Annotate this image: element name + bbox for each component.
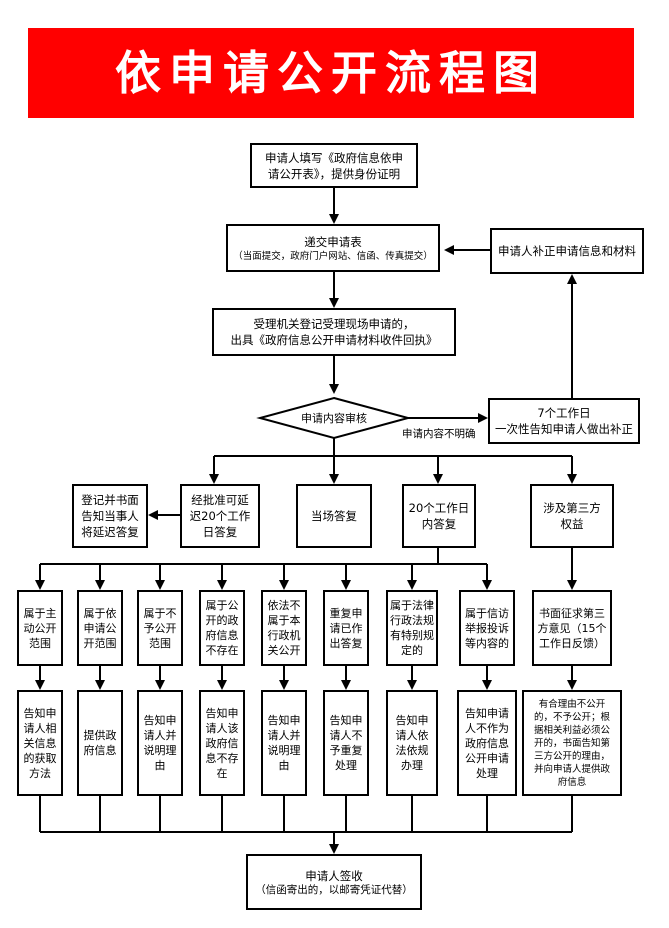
case-box: 书面征求第三 方意见（15个 工作日反馈） bbox=[532, 590, 612, 666]
within20-box: 20个工作日 内答复 bbox=[402, 484, 476, 548]
final-sign-step: 申请人签收 （信函寄出的，以邮寄凭证代替） bbox=[246, 854, 422, 910]
result-box: 告知申 请人并 说明理 由 bbox=[137, 690, 183, 796]
title-banner: 依申请公开流程图 bbox=[28, 28, 634, 118]
page-title: 依申请公开流程图 bbox=[115, 46, 547, 100]
case-box: 属于法律 行政法规 有特别规 定的 bbox=[386, 590, 438, 666]
result-box: 告知申 请人该 政府信 息不存 在 bbox=[199, 690, 245, 796]
register-step: 受理机关登记受理现场申请的， 出具《政府信息公开申请材料收件回执》 bbox=[212, 308, 456, 356]
onsite-box: 当场答复 bbox=[296, 484, 372, 548]
case-box: 属于不 予公开 范围 bbox=[137, 590, 183, 666]
case-box: 属于依 申请公 开范围 bbox=[77, 590, 123, 666]
unclear-label: 申请内容不明确 bbox=[402, 428, 476, 440]
notify-correct-step: 7个工作日 一次性告知申请人做出补正 bbox=[488, 398, 640, 444]
result-box: 告知申请 人不作为 政府信息 公开申请 处理 bbox=[457, 690, 517, 796]
submit-label: 递交申请表 bbox=[304, 234, 362, 249]
result-box: 告知申 请人依 法依规 办理 bbox=[386, 690, 438, 796]
extend-box: 经批准可延 迟20个工作 日答复 bbox=[180, 484, 260, 548]
case-box: 属于主 动公开 范围 bbox=[17, 590, 63, 666]
sign-note: （信函寄出的，以邮寄凭证代替） bbox=[255, 883, 413, 896]
result-box: 提供政 府信息 bbox=[77, 690, 123, 796]
fill-form-step: 申请人填写《政府信息依申 请公开表》，提供身份证明 bbox=[250, 143, 418, 188]
sign-label: 申请人签收 bbox=[305, 868, 363, 883]
review-label: 申请内容审核 bbox=[301, 412, 367, 425]
submit-step: 递交申请表 （当面提交，政府门户网站、信函、传真提交） bbox=[226, 224, 440, 272]
result-box: 有合理由不公开 的，不予公开；根 据相关利益必须公 开的，书面告知第 三方公开的… bbox=[522, 690, 622, 796]
case-box: 属于公 开的政 府信息 不存在 bbox=[199, 590, 245, 666]
case-box: 重复申 请已作 出答复 bbox=[323, 590, 369, 666]
third-party-box: 涉及第三方 权益 bbox=[530, 484, 614, 548]
result-box: 告知申 请人相 关信息 的获取 方法 bbox=[17, 690, 63, 796]
case-box: 属于信访 举报投诉 等内容的 bbox=[459, 590, 515, 666]
case-box: 依法不 属于本 行政机 关公开 bbox=[261, 590, 307, 666]
result-box: 告知申 请人不 予重复 处理 bbox=[323, 690, 369, 796]
supplement-step: 申请人补正申请信息和材料 bbox=[490, 228, 644, 274]
review-diamond bbox=[256, 396, 412, 440]
delay-notice-box: 登记并书面 告知当事人 将延迟答复 bbox=[72, 484, 148, 548]
result-box: 告知申 请人并 说明理 由 bbox=[261, 690, 307, 796]
submit-note: （当面提交，政府门户网站、信函、传真提交） bbox=[233, 250, 433, 262]
